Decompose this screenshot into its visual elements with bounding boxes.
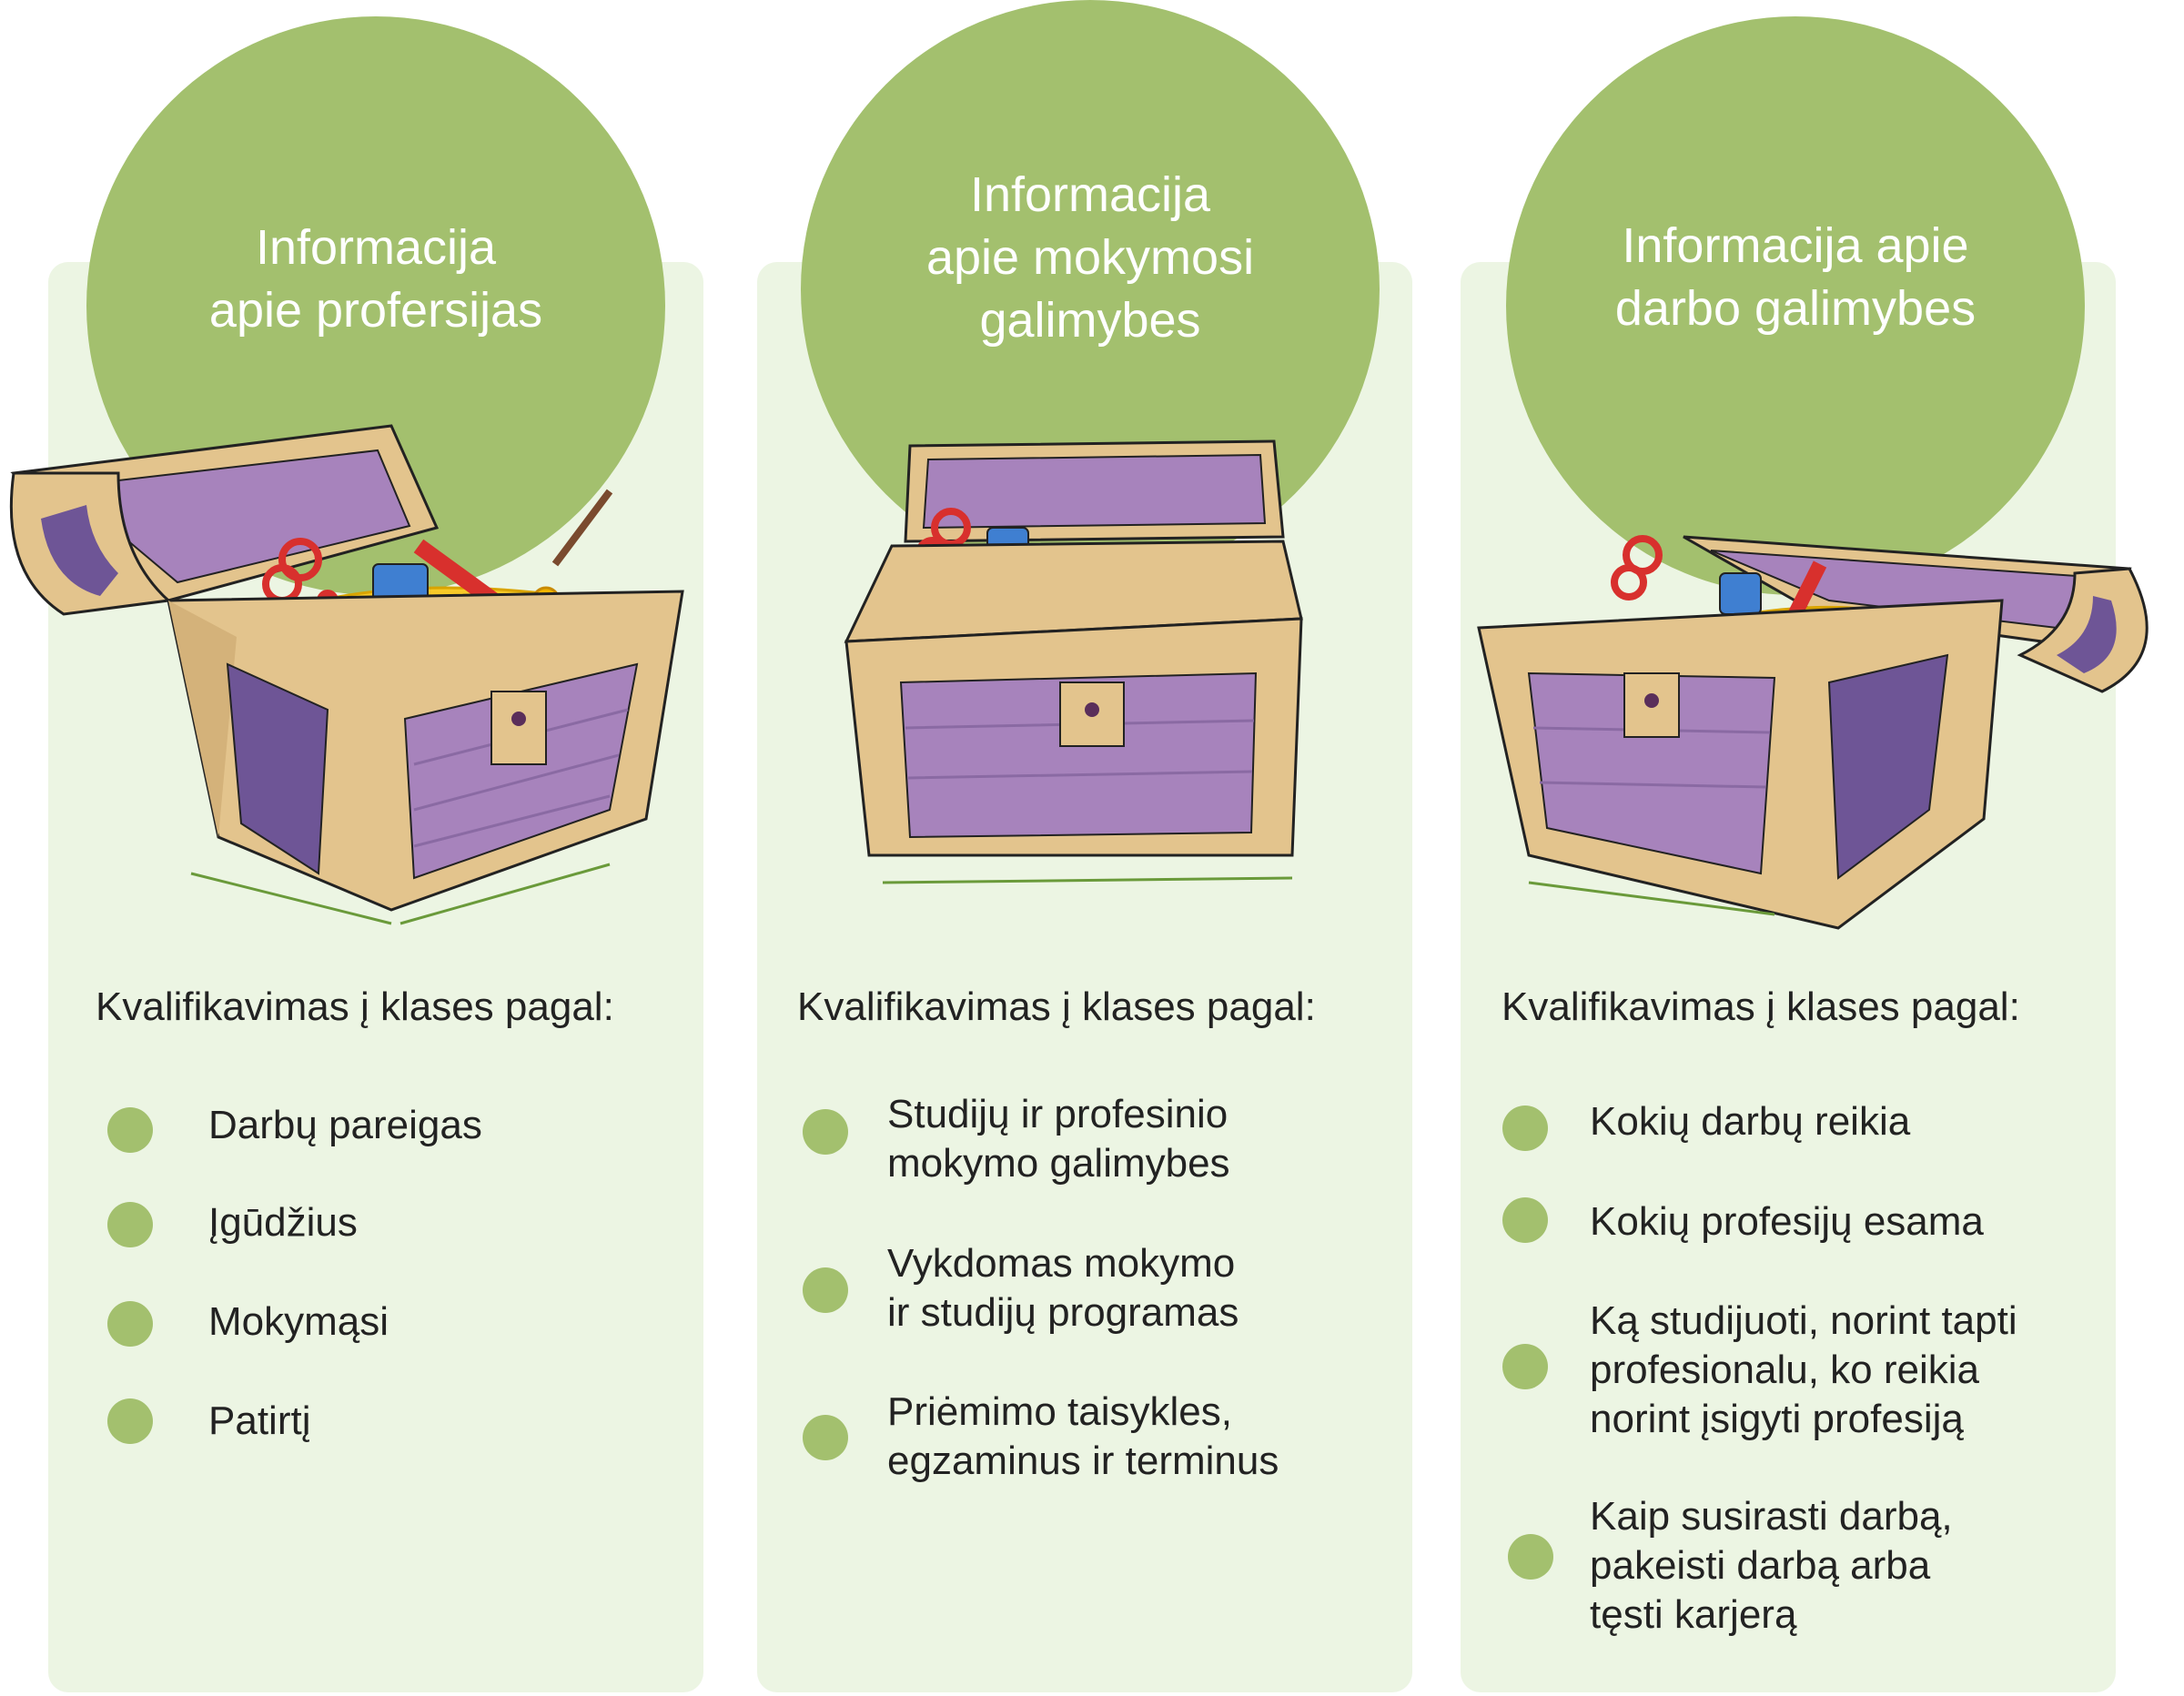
treasure-chest-icon xyxy=(844,439,1303,884)
bullet-dot xyxy=(107,1107,153,1153)
bullet-dot xyxy=(107,1398,153,1444)
list-item: Mokymąsi xyxy=(208,1299,389,1344)
column-subtitle: Kvalifikavimas į klases pagal: xyxy=(1502,984,2020,1029)
treasure-chest-icon xyxy=(9,424,684,925)
bullet-dot xyxy=(107,1202,153,1247)
column-title: Informacija apie darbo galimybes xyxy=(1614,218,1977,336)
column-title: Informacija apie profersijas xyxy=(208,220,543,338)
list-item: Įgūdžius xyxy=(208,1200,358,1245)
list-item: Kaip susirasti darbą, pakeisti darbą arb… xyxy=(1590,1494,1953,1637)
bullet-dot xyxy=(803,1415,848,1460)
column-title: Informacija apie mokymosi galimybes xyxy=(925,167,1255,348)
list-item: Priėmimo taisykles, egzaminus ir terminu… xyxy=(887,1389,1279,1483)
list-item: Darbų pareigas xyxy=(208,1103,482,1147)
list-item: Kokių profesijų esama xyxy=(1590,1199,1984,1244)
treasure-chest-icon xyxy=(1477,535,2149,930)
bullet-dot xyxy=(803,1109,848,1155)
column-subtitle: Kvalifikavimas į klases pagal: xyxy=(96,984,614,1029)
title-circle-work: Informacija apie darbo galimybes xyxy=(1506,16,2085,595)
bullet-dot xyxy=(1502,1105,1548,1151)
list-item: Vykdomas mokymo ir studijų programas xyxy=(887,1241,1239,1335)
column-subtitle: Kvalifikavimas į klases pagal: xyxy=(797,984,1316,1029)
bullet-dot xyxy=(1508,1534,1553,1580)
list-item: Ką studijuoti, norint tapti profesionalu… xyxy=(1590,1298,2017,1441)
bullet-dot xyxy=(1502,1344,1548,1389)
bullet-dot xyxy=(803,1267,848,1313)
bullet-dot xyxy=(1502,1197,1548,1243)
list-item: Patirtį xyxy=(208,1398,311,1443)
bullet-dot xyxy=(107,1301,153,1347)
list-item: Kokių darbų reikia xyxy=(1590,1099,1911,1144)
list-item: Studijų ir profesinio mokymo galimybes xyxy=(887,1092,1230,1186)
